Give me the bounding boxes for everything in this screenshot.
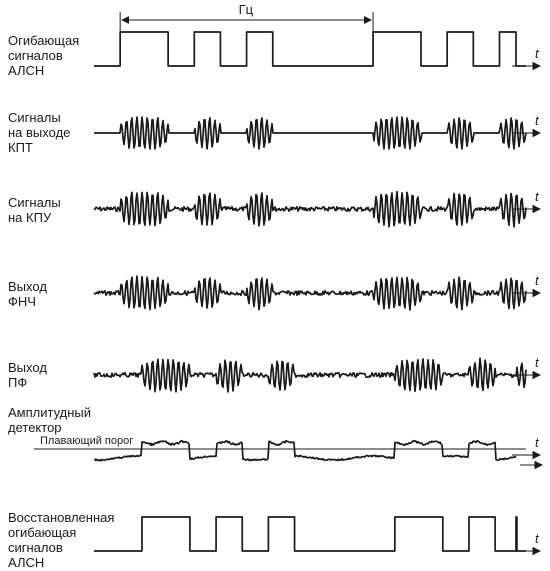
row-label-line: ПФ <box>8 375 28 390</box>
row-label-line: Сигналы <box>8 110 61 125</box>
row-label-line: огибающая <box>8 525 77 540</box>
waveform-row3 <box>93 190 542 228</box>
waveform-row7 <box>94 516 542 556</box>
waveform-row2 <box>94 116 542 150</box>
row-label-line: Выход <box>8 279 47 294</box>
signal-trace <box>93 357 527 393</box>
row-label-line: Амплитудный <box>8 405 92 420</box>
waveforms <box>34 31 544 556</box>
time-axis-label: t <box>535 355 539 370</box>
row-label-line: КПТ <box>8 140 33 155</box>
signal-trace <box>94 516 526 552</box>
row-label-line: на выходе <box>8 125 71 140</box>
time-axis-label: t <box>535 189 539 204</box>
row-label-line: Выход <box>8 360 47 375</box>
row-label-line: сигналов <box>8 540 63 555</box>
signal-trace <box>93 275 527 311</box>
time-axis-label: t <box>535 46 539 61</box>
signal-trace <box>94 31 526 67</box>
time-axis-label: t <box>535 113 539 128</box>
row-label-line: на КПУ <box>8 210 52 225</box>
row-label-line: Восстановленная <box>8 510 115 525</box>
row-label-line: сигналов <box>8 48 63 63</box>
time-axis-label: t <box>535 531 539 546</box>
row-label-line: ФНЧ <box>8 294 36 309</box>
time-axis-label: t <box>535 273 539 288</box>
row-label-line: детектор <box>8 420 62 435</box>
row-label-line: Огибающая <box>8 33 80 48</box>
waveform-row5 <box>93 357 542 393</box>
threshold-label: Плавающий порог <box>40 435 134 447</box>
waveform-row1 <box>94 31 542 71</box>
signal-trace <box>93 439 517 462</box>
row-label-line: АЛСН <box>8 555 45 570</box>
signal-trace <box>93 190 527 228</box>
period-label: Гц <box>238 2 254 17</box>
signal-trace <box>94 116 527 150</box>
row-label-line: Сигналы <box>8 195 61 210</box>
waveform-row6 <box>34 439 544 470</box>
time-axis-label: t <box>535 435 539 450</box>
waveform-row4 <box>93 275 542 311</box>
row-label-line: АЛСН <box>8 63 45 78</box>
